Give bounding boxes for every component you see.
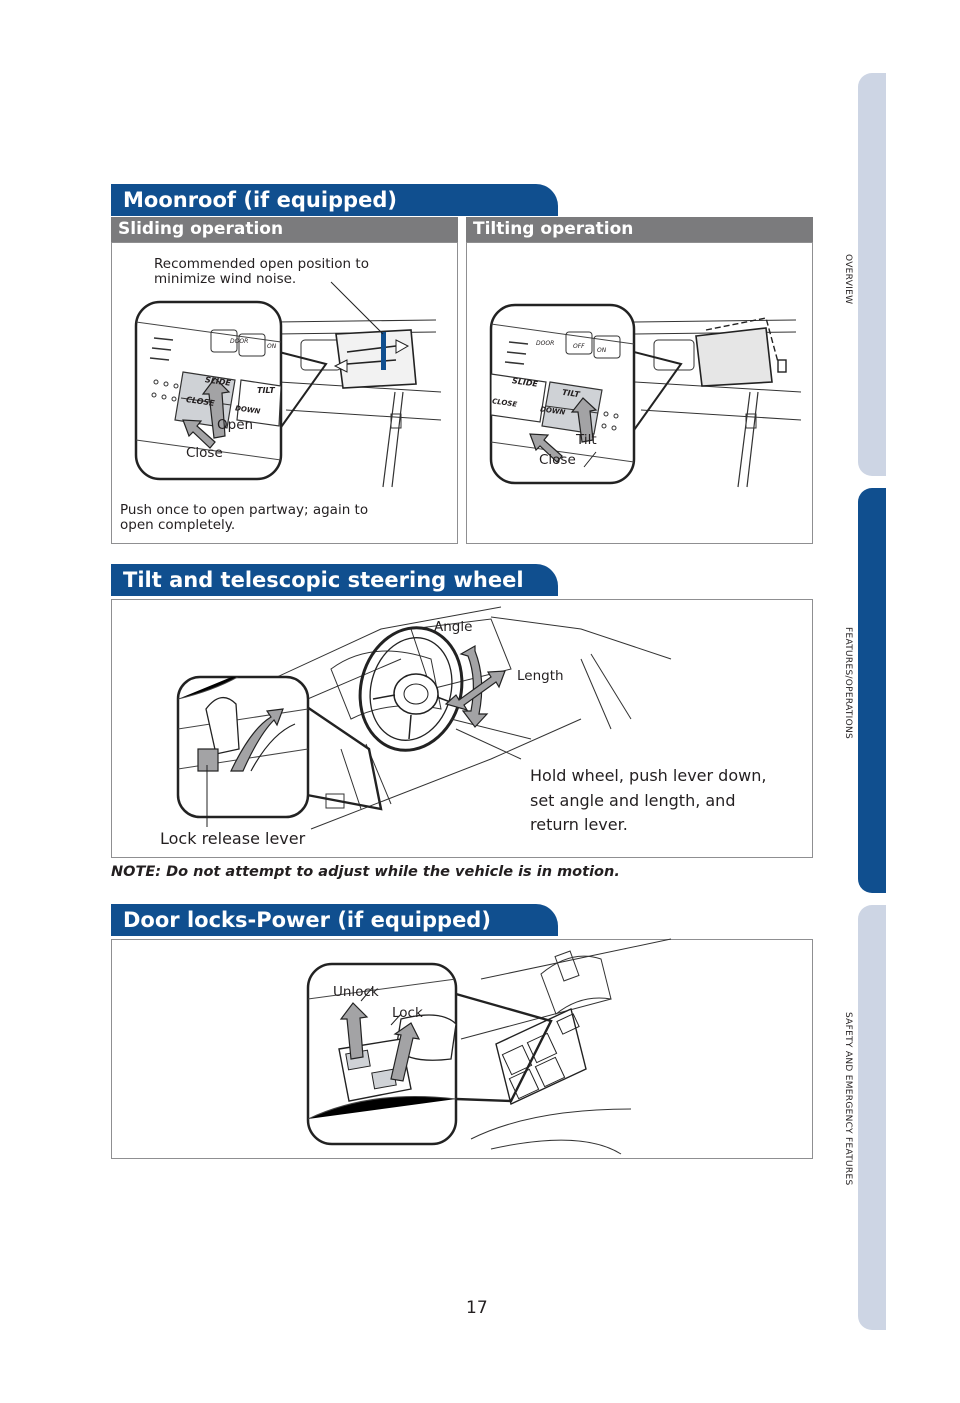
lock-label: Lock [392, 1005, 423, 1021]
door-locks-illustration [306, 938, 672, 1155]
tilting-illustration [489, 303, 802, 488]
sliding-heading: Sliding operation [111, 217, 458, 242]
sliding-callout-line1: Recommended open position to [154, 256, 369, 272]
sliding-caption-line1: Push once to open partway; again to [120, 502, 369, 518]
steering-illustration [176, 606, 672, 830]
sliding-close-label: Close [186, 445, 223, 461]
moonroof-banner: Moonroof (if equipped) [111, 184, 558, 216]
steering-instruction-line1: Hold wheel, push lever down, [530, 766, 767, 785]
tilting-switch-off-text: OFF [573, 343, 585, 350]
steering-note: NOTE: Do not attempt to adjust while the… [111, 864, 620, 880]
lock-release-lever-label: Lock release lever [160, 829, 306, 848]
tilting-switch-door-text: DOOR [536, 340, 555, 347]
tilting-tilt-label: Tilt [576, 432, 597, 448]
steering-instruction-line2: set angle and length, and [530, 791, 736, 810]
sliding-callout-line2: minimize wind noise. [154, 271, 297, 287]
length-label: Length [517, 668, 564, 684]
tilting-heading: Tilting operation [466, 217, 813, 242]
unlock-label: Unlock [333, 984, 379, 1000]
sliding-caption-line2: open completely. [120, 517, 236, 533]
tab-features-label: FEATURES/OPERATIONS [843, 627, 853, 740]
page-number: 17 [466, 1298, 488, 1318]
door-locks-panel [111, 939, 813, 1159]
switch-door-text: DOOR [230, 338, 249, 345]
sliding-illustration [134, 281, 442, 488]
steering-instruction-line3: return lever. [530, 815, 628, 834]
tilting-close-label: Close [539, 452, 576, 468]
steering-banner: Tilt and telescopic steering wheel [111, 564, 558, 596]
tab-safety-label: SAFETY AND EMERGENCY FEATURES [843, 1012, 853, 1186]
angle-label: Angle [434, 619, 473, 635]
tab-overview[interactable] [858, 73, 886, 476]
tilting-switch-on-text: ON [597, 347, 607, 354]
tab-overview-label: OVERVIEW [843, 254, 853, 305]
tab-features-operations[interactable] [858, 488, 886, 893]
sliding-open-label: Open [217, 417, 254, 433]
tab-safety-emergency[interactable] [858, 905, 886, 1330]
switch-on-text: ON [267, 343, 277, 350]
door-locks-banner: Door locks-Power (if equipped) [111, 904, 558, 936]
switch-tilt-text: TILT [257, 386, 275, 395]
